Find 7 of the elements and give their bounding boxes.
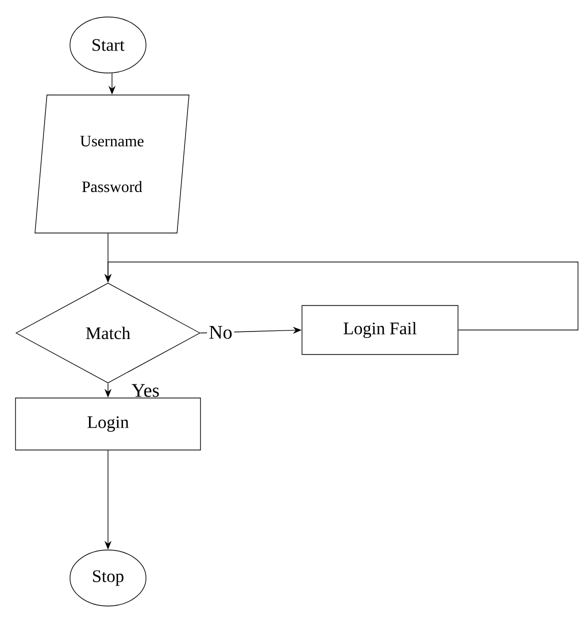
edge-label: Yes xyxy=(132,384,159,397)
process-box: Login xyxy=(15,398,201,450)
input-parallelogram: Username Password xyxy=(34,94,190,234)
process-box: Login Fail xyxy=(302,305,458,355)
stop-oval: Stop xyxy=(70,550,146,606)
edge-label: No xyxy=(207,324,234,341)
start-oval: Start xyxy=(70,16,146,74)
